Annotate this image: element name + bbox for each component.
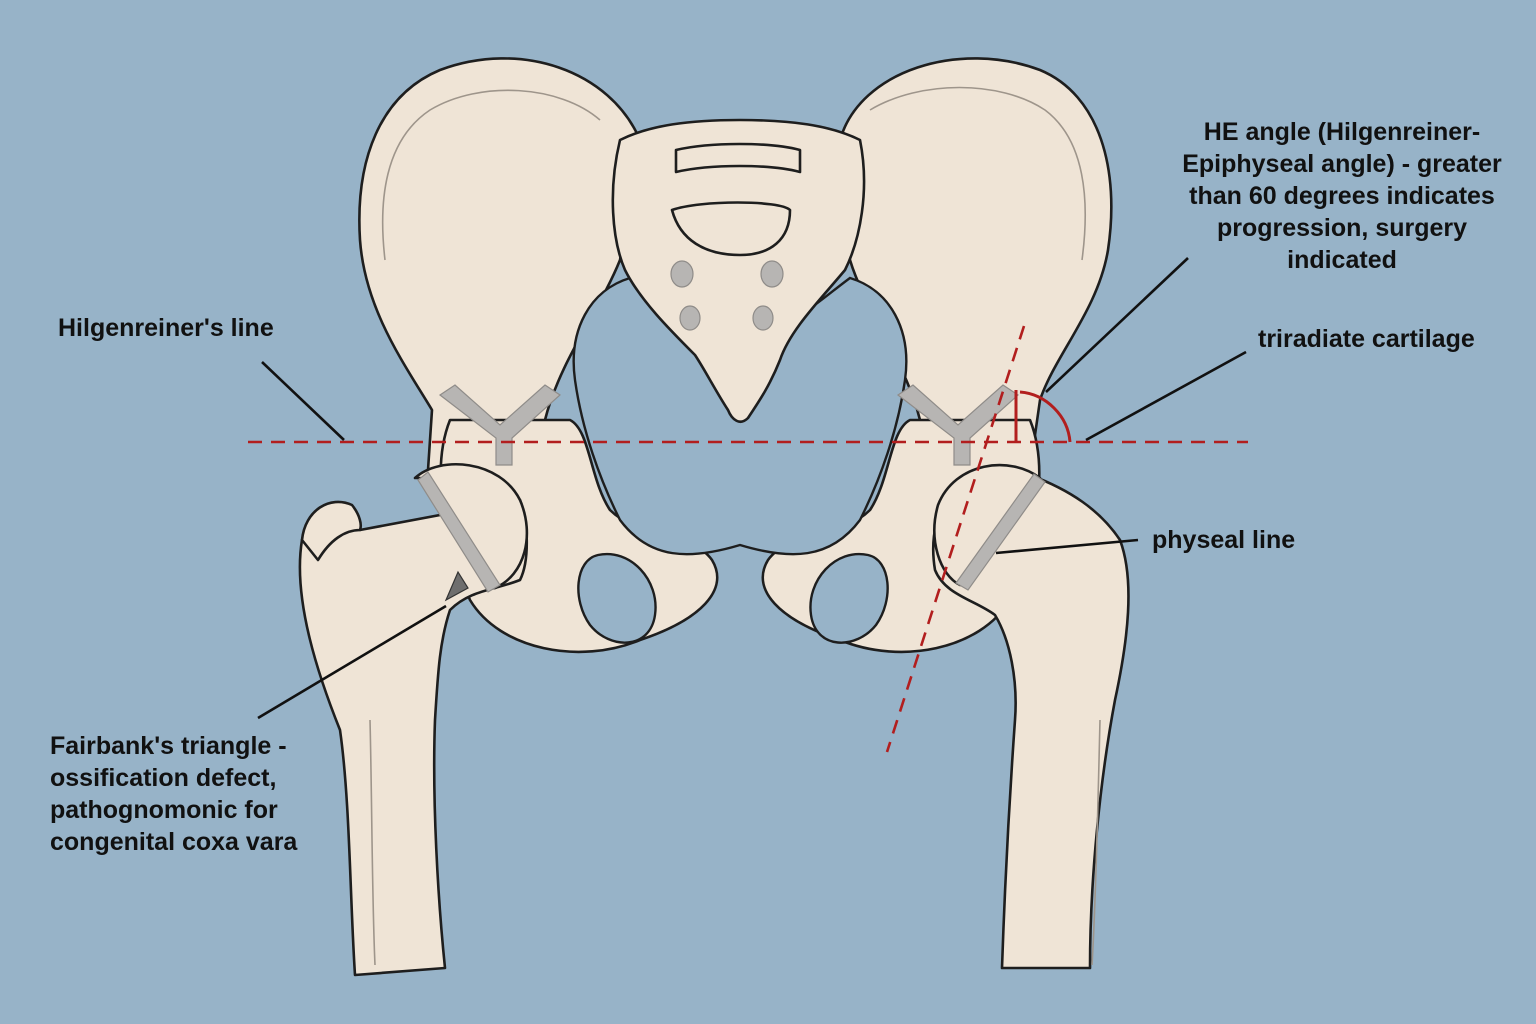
sacral-body [670, 201, 792, 257]
left-triradiate-cartilage [438, 384, 561, 466]
sacral-foramen-4 [752, 305, 774, 331]
physeal-leader [995, 538, 1139, 555]
left-physeal-cartilage [417, 471, 501, 593]
epiphyseal-line [885, 325, 1026, 753]
right-ilium-crest [869, 86, 1086, 261]
left-ilium [358, 57, 642, 472]
left-femur-shaft-inner [369, 719, 376, 966]
physeal-line-label: physeal line [1152, 526, 1296, 554]
right-physeal-cartilage [955, 473, 1046, 591]
fairbanks-triangle [444, 570, 469, 602]
left-greater-trochanter [300, 500, 363, 562]
right-femur-shaft-inner [1091, 719, 1101, 966]
sacral-foramen-2 [760, 260, 784, 288]
right-femoral-head [933, 463, 1042, 587]
right-femur [931, 473, 1130, 970]
sacral-foramen-1 [670, 260, 694, 288]
triradiate-cartilage-label: triradiate cartilage [1258, 325, 1475, 353]
fairbanks-triangle-label: Fairbank's triangle - ossification defec… [50, 732, 298, 856]
he-angle-arc [1019, 390, 1072, 443]
right-obturator-foramen [809, 552, 889, 644]
left-ilium-crest [381, 89, 601, 261]
sacrum [611, 118, 866, 423]
fairbank-leader [257, 604, 447, 720]
he-angle-label: HE angle (Hilgenreiner- Epiphyseal angle… [1182, 118, 1502, 274]
triradiate-leader [1085, 350, 1247, 442]
sacral-foramen-3 [679, 305, 701, 331]
sacral-disc [674, 142, 802, 174]
he-angle-leader [1045, 257, 1189, 393]
left-obturator-foramen [577, 552, 657, 644]
hilgenreiner-leader [261, 361, 345, 441]
hilgenreiner-line-label: Hilgenreiner's line [58, 314, 274, 342]
